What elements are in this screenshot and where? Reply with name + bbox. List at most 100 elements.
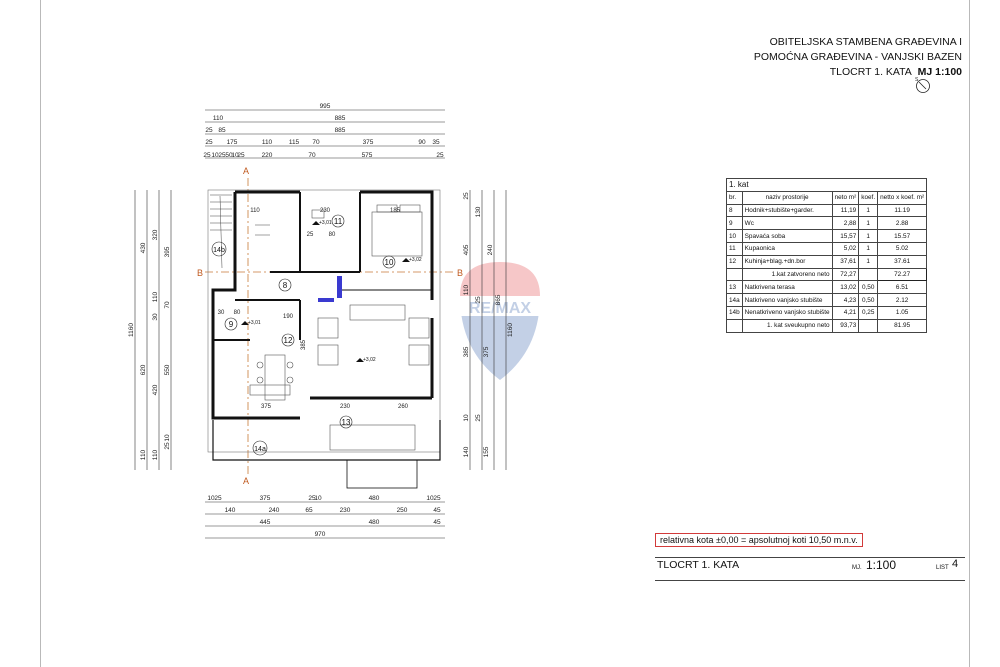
dim-label: 10 (211, 152, 219, 159)
interior-dim: 230 (320, 208, 331, 214)
table-cell: 12 (726, 254, 743, 269)
dim-label: 25 (214, 495, 222, 502)
dim-label: 45 (433, 519, 441, 526)
table-cell: 11 (726, 241, 743, 256)
table-cell: 14b (726, 305, 743, 320)
dim-label: 445 (260, 519, 271, 526)
room-area-table: 1. kat br. naziv prostorije neto m² koef… (725, 178, 928, 333)
table-cell: 1 (858, 229, 879, 243)
table-cell: 37,61 (831, 254, 860, 269)
table-cell: 11.19 (877, 203, 928, 218)
level-label: +3,01 (319, 220, 332, 226)
table-row: 14a Natkriveno vanjsko stubište 4,23 0,5… (726, 293, 928, 307)
blue-element (337, 276, 342, 298)
dim-label: 25 (218, 152, 226, 159)
dim-label: 25 (205, 139, 213, 146)
dim-label: 865 (495, 294, 502, 305)
dim-label: 480 (369, 519, 380, 526)
remax-watermark: RE/MAX (456, 262, 544, 380)
table-cell: 0,50 (858, 293, 879, 307)
dim-label: 550 (164, 364, 171, 375)
footer-sheet-label: LIST (936, 565, 949, 571)
dim-label: 375 (483, 346, 490, 357)
table-cell: 9 (726, 216, 743, 231)
dim-label: 90 (418, 139, 426, 146)
dim-label: 385 (463, 346, 470, 357)
table-cell: 11,19 (831, 203, 860, 218)
table-header: br. (726, 190, 743, 205)
left-dimension-chains (134, 190, 172, 470)
level-label: +3,02 (363, 357, 376, 363)
dim-label: 140 (225, 507, 236, 514)
bottom-dimension-labels: 10 25 375 25 10 480 10 25 140 240 65 230… (207, 495, 441, 538)
table-row: 11 Kupaonica 5,02 1 5.02 (726, 241, 928, 256)
dim-label: 240 (487, 244, 494, 255)
title-line-2: POMOĆNA GRAĐEVINA - VANJSKI BAZEN (753, 51, 962, 63)
dim-label: 970 (315, 531, 326, 538)
table-cell: 10 (726, 229, 743, 243)
dim-label: 405 (463, 244, 470, 255)
north-label: S (915, 77, 919, 83)
dim-label: 110 (140, 449, 147, 460)
table-cell: 2,88 (831, 216, 860, 231)
table-cell: 4,23 (831, 293, 860, 307)
dim-label: 25 (205, 127, 213, 134)
title-block: OBITELJSKA STAMBENA GRAĐEVINA I POMOĆNA … (700, 35, 962, 80)
dim-label: 70 (312, 139, 320, 146)
dim-label: 85 (218, 127, 226, 134)
footer-rule-bottom (655, 580, 965, 581)
table-cell: 1 (858, 241, 879, 256)
table-cell: 2.88 (877, 216, 928, 231)
dim-label: 130 (475, 206, 482, 217)
dim-label: 110 (262, 139, 273, 146)
dim-label: 885 (335, 127, 346, 134)
interior-dim: 30 (218, 310, 225, 316)
room-number-labels: 8 9 10 11 12 13 14a 14b (211, 214, 396, 456)
plan-scale: MJ 1:100 (917, 66, 962, 78)
top-dimension-chains (205, 109, 445, 159)
dim-label: 10 (426, 495, 434, 502)
room-number: 10 (385, 258, 394, 267)
dim-label: 10 (164, 434, 171, 442)
dim-label: 25 (237, 152, 245, 159)
table-cell: 1.kat zatvoreno neto (741, 267, 833, 282)
dim-label: 220 (262, 152, 273, 159)
table-cell: 8 (726, 203, 743, 218)
table-cell: 1.05 (877, 305, 928, 320)
dim-label: 110 (152, 449, 159, 460)
dim-label: 25 (436, 152, 444, 159)
dim-label: 10 (314, 495, 322, 502)
section-label-b-left: B (197, 268, 203, 278)
dim-label: 480 (369, 495, 380, 502)
room-number: 9 (229, 320, 234, 329)
bottom-dimension-chains (205, 501, 445, 539)
interior-dim: 230 (340, 404, 351, 410)
table-header: naziv prostorije (741, 190, 833, 205)
blue-element (318, 298, 334, 302)
interior-dim: 110 (250, 208, 260, 214)
interior-dim: 375 (261, 404, 272, 410)
table-row: 9 Wc 2,88 1 2.88 (726, 216, 928, 231)
dim-label: 70 (164, 301, 171, 309)
footer-rule-top (655, 557, 965, 558)
table-subtotal-row: 1.kat zatvoreno neto 72,27 72.27 (726, 267, 928, 282)
table-header: netto x koef. m² (877, 190, 928, 205)
table-cell: 93,73 (831, 318, 860, 333)
interior-dimension-labels: 110 230 185 190 385 375 230 260 25 80 30… (218, 208, 409, 410)
dim-label: 250 (397, 507, 408, 514)
table-cell: 1. kat sveukupno neto (741, 318, 833, 333)
level-label: +3,01 (248, 320, 261, 326)
table-cell: Spavaća soba (741, 229, 833, 243)
room-number: 14a (254, 446, 266, 453)
section-label-b-right: B (457, 268, 463, 278)
top-dimension-labels: 995 110 885 25 85 885 25 175 110 115 70 … (203, 103, 444, 159)
dim-label: 430 (140, 242, 147, 253)
dim-label: 45 (433, 507, 441, 514)
dim-label: 375 (363, 139, 374, 146)
dim-label: 25 (475, 414, 482, 422)
dim-label: 25 (463, 192, 470, 200)
walls (207, 189, 441, 489)
table-row: 14b Nenatkriveno vanjsko stubište 4,21 0… (726, 305, 928, 320)
table-cell: 81.95 (877, 318, 928, 333)
